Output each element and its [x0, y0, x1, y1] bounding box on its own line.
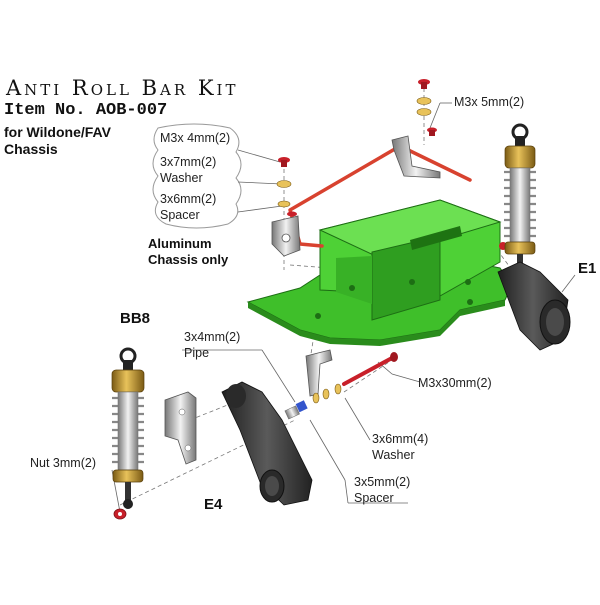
item-number: Item No. AOB-007 — [4, 101, 168, 120]
callout-cloud — [152, 123, 242, 229]
label-m3x4-screw: M3x 4mm(2) — [160, 131, 231, 145]
left-arm-e4 — [221, 381, 313, 506]
label-spacer-3x6-name: Spacer — [160, 208, 200, 222]
right-shock — [504, 123, 536, 279]
label-aluminum-line-2: Chassis only — [148, 252, 229, 267]
bar-mounts — [271, 135, 441, 397]
right-arm-e1 — [497, 261, 571, 351]
label-spacer-3x5-size: 3x5mm(2) — [354, 475, 411, 489]
label-washer-3x7-size: 3x7mm(2) — [160, 155, 217, 169]
label-washer-3x7-name: Washer — [160, 171, 203, 185]
bb8-bracket — [164, 391, 197, 465]
label-washer-3x6-name: Washer — [372, 448, 415, 462]
kit-title: Anti Roll Bar Kit — [6, 76, 239, 100]
label-spacer-3x5-name: Spacer — [354, 491, 394, 505]
left-shock — [111, 347, 145, 509]
fitment-line-2: Chassis — [4, 141, 58, 157]
label-pipe-name: Pipe — [184, 346, 210, 360]
label-e4: E4 — [204, 496, 223, 513]
fitment-line-1: for Wildone/FAV — [4, 124, 111, 140]
label-washer-3x6-size: 3x6mm(4) — [372, 432, 429, 446]
label-spacer-3x6-size: 3x6mm(2) — [160, 192, 217, 206]
label-pipe-size: 3x4mm(2) — [184, 330, 241, 344]
label-aluminum-line-1: Aluminum — [148, 236, 212, 251]
label-e1: E1 — [578, 260, 597, 277]
label-m3x5-screw: M3x 5mm(2) — [454, 95, 525, 109]
label-nut: Nut 3mm(2) — [30, 456, 96, 470]
chassis-plate — [246, 199, 513, 346]
label-bb8: BB8 — [120, 310, 151, 327]
hardware — [113, 79, 514, 520]
label-m3x30-screw: M3x30mm(2) — [418, 376, 492, 390]
leader-lines — [111, 102, 576, 513]
